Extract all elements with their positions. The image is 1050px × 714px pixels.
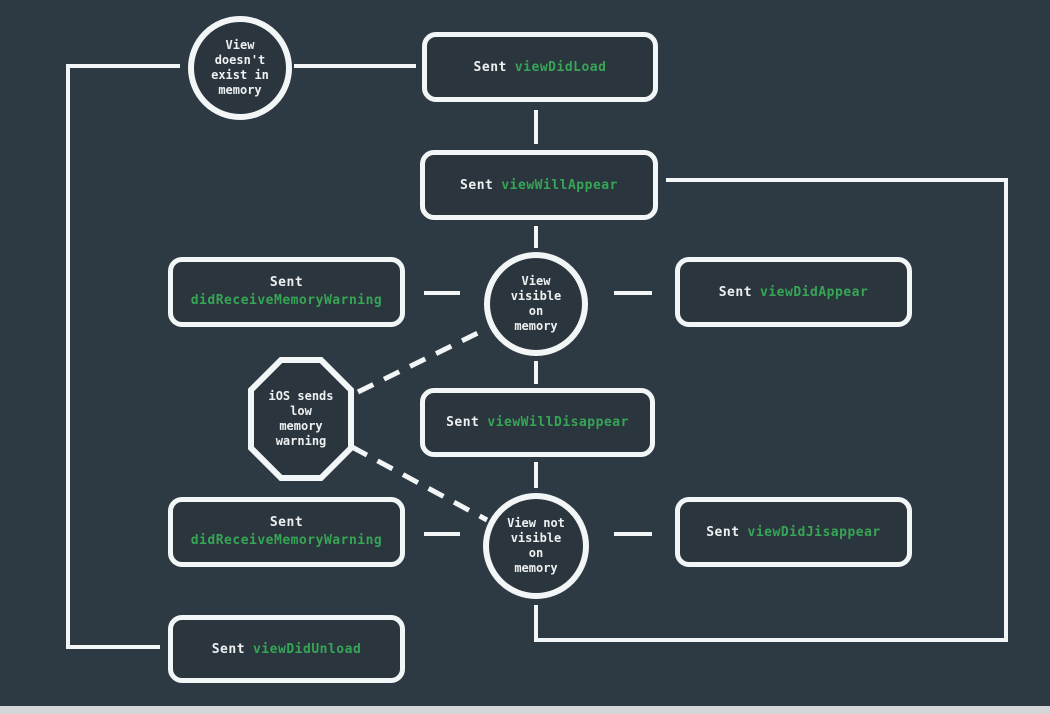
state-line: on (528, 304, 544, 318)
state-line: on (528, 546, 544, 560)
didreceivememorywarning-code: didReceiveMemoryWarning (190, 533, 383, 548)
viewdidload-code: viewDidLoad (514, 59, 607, 75)
event-box-viewdidunload: Sent viewDidUnload (168, 615, 405, 683)
viewwillappear-code: viewWillAppear (501, 177, 618, 193)
event-box-didreceivememorywarning-bottom: Sent didReceiveMemoryWarning (168, 497, 405, 567)
octagon-line: low (290, 404, 312, 418)
state-circle-view-not-visible: View not visible on memory (483, 493, 589, 599)
state-line: View (521, 274, 551, 288)
event-box-viewdidjisappear: Sent viewDidJisappear (675, 497, 912, 567)
connector-left-loop (66, 64, 180, 649)
connector-right-loop (534, 178, 1008, 642)
octagon-low-memory-warning: iOS sends low memory warning (251, 360, 351, 478)
viewdidappear-code: viewDidAppear (760, 284, 869, 300)
octagon-line: iOS sends (268, 389, 334, 403)
state-line: doesn't (214, 53, 266, 67)
event-box-didreceivememorywarning-top: Sent didReceiveMemoryWarning (168, 257, 405, 327)
event-box-viewwilldisappear: Sent viewWillDisappear (420, 388, 655, 457)
state-line: memory (514, 319, 558, 333)
state-line: exist in (211, 68, 269, 82)
connector-octagon-circle2-dashed (356, 326, 488, 395)
bottom-edge-strip (0, 706, 1050, 714)
state-line: visible (510, 531, 562, 545)
state-line: visible (510, 289, 562, 303)
sent-label: Sent (460, 177, 494, 193)
octagon-line: warning (275, 434, 327, 448)
sent-label: Sent (718, 284, 753, 300)
event-box-viewdidload: Sent viewDidLoad (422, 32, 658, 102)
state-line: memory (218, 83, 262, 97)
sent-label: Sent (446, 415, 480, 430)
viewdidunload-code: viewDidUnload (253, 641, 362, 657)
state-circle-view-doesnt-exist: View doesn't exist in memory (188, 16, 292, 120)
event-box-viewdidappear: Sent viewDidAppear (675, 257, 912, 327)
state-line: View not (507, 516, 565, 530)
state-circle-view-visible: View visible on memory (484, 252, 588, 356)
sent-label: Sent (706, 524, 740, 540)
didreceivememorywarning-code: didReceiveMemoryWarning (190, 293, 383, 308)
viewwilldisappear-code: viewWillDisappear (487, 415, 629, 430)
sent-label: Sent (269, 515, 304, 530)
octagon-low-memory-shape (248, 357, 354, 481)
viewdidjisappear-code: viewDidJisappear (747, 524, 881, 540)
octagon-line: memory (279, 419, 323, 433)
state-line: memory (514, 561, 558, 575)
sent-label: Sent (269, 275, 304, 290)
sent-label: Sent (211, 641, 246, 657)
sent-label: Sent (473, 59, 507, 75)
event-box-viewwillappear: Sent viewWillAppear (420, 150, 658, 220)
state-line: View (225, 38, 255, 52)
connector-octagon-circle3-dashed (350, 444, 489, 523)
